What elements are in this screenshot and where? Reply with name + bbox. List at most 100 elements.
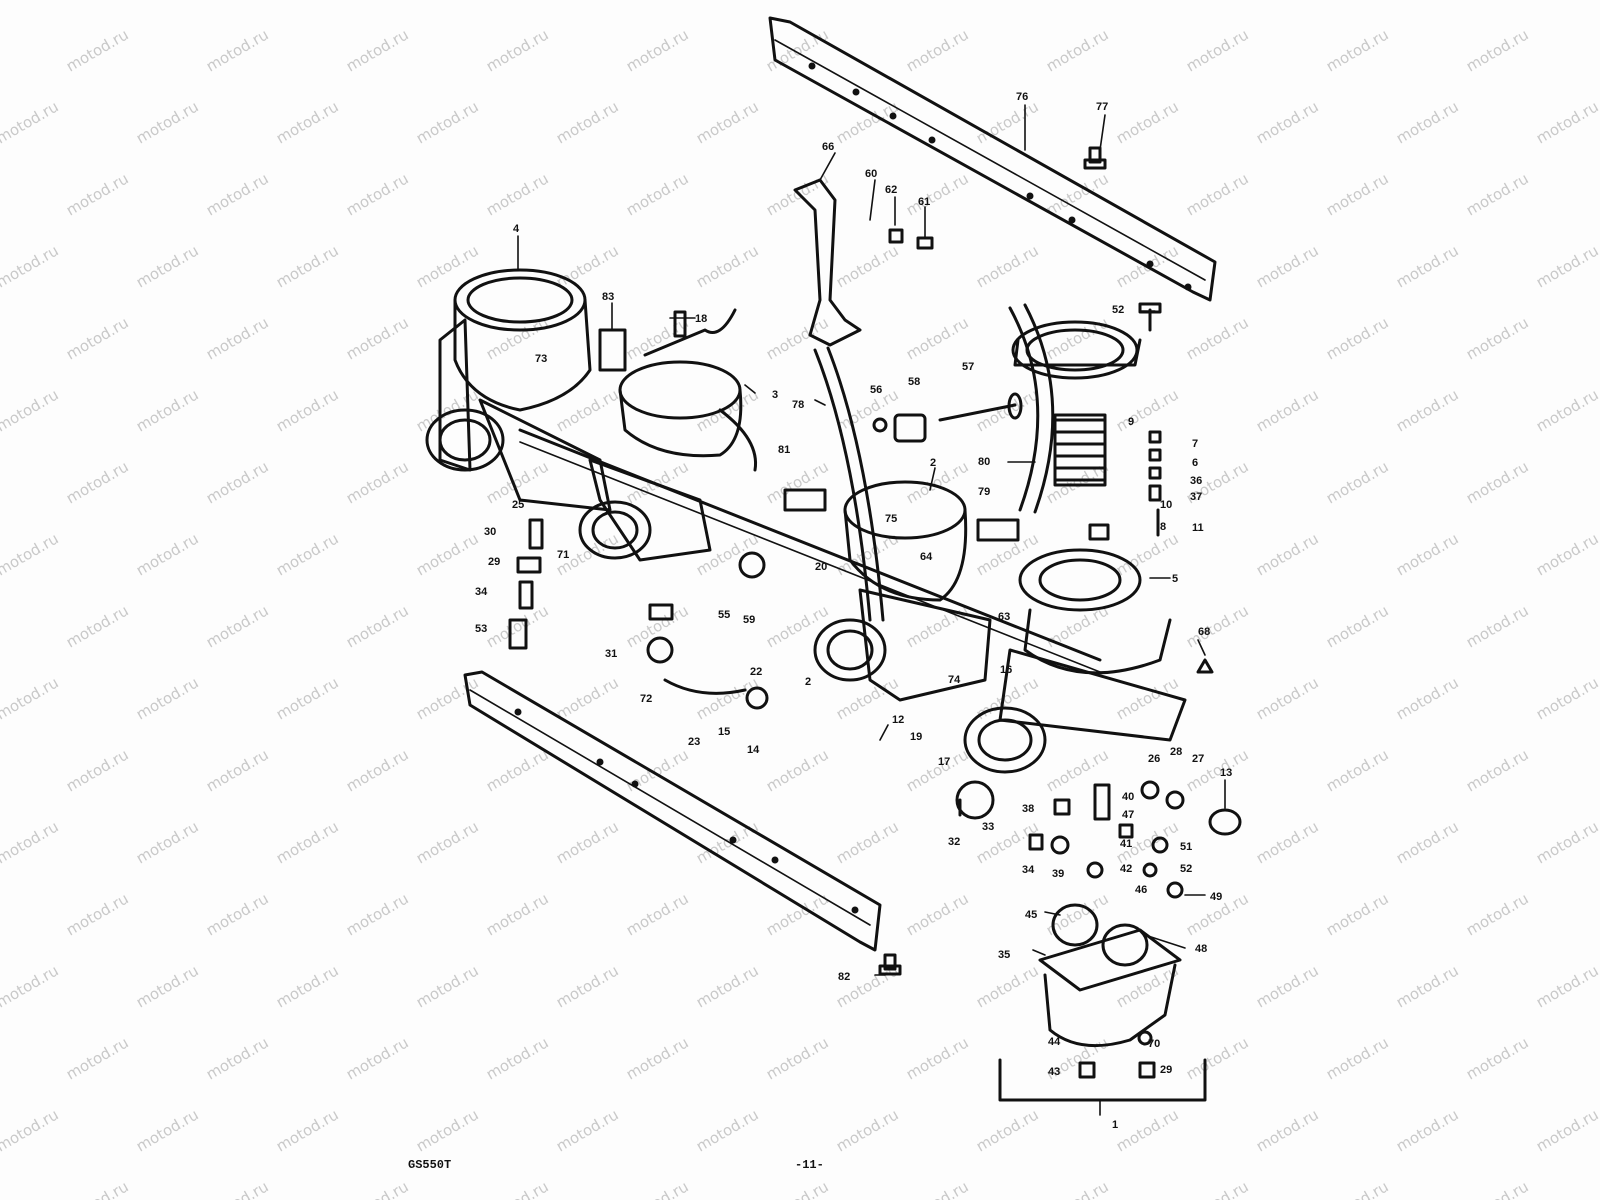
- watermark-text: motod.ru: [553, 241, 622, 291]
- bottom-mounting-plate: [463, 670, 882, 952]
- watermark-text: motod.ru: [1043, 25, 1112, 75]
- watermark-text: motod.ru: [63, 745, 132, 795]
- watermark-text: motod.ru: [1463, 745, 1532, 795]
- callout-68: 68: [1198, 626, 1210, 638]
- watermark-text: motod.ru: [203, 25, 272, 75]
- watermark-text: motod.ru: [693, 1105, 762, 1155]
- hose-80: [1008, 306, 1040, 512]
- watermark-text: motod.ru: [1323, 601, 1392, 651]
- watermark-text: motod.ru: [1183, 1033, 1252, 1083]
- watermark-text: motod.ru: [1323, 1177, 1392, 1200]
- callout-76: 76: [1016, 91, 1028, 103]
- callout-73: 73: [535, 353, 547, 365]
- callout-30: 30: [484, 526, 496, 538]
- watermark-text: motod.ru: [903, 25, 972, 75]
- float-13: [1208, 808, 1242, 836]
- watermark-text: motod.ru: [1323, 745, 1392, 795]
- watermark-text: motod.ru: [1253, 961, 1322, 1011]
- assembly-bracket-1: [998, 1058, 1207, 1102]
- float-bowl-assembly: [1038, 903, 1182, 1048]
- watermark-text: motod.ru: [553, 0, 622, 3]
- watermark-text: motod.ru: [1463, 457, 1532, 507]
- watermark-text: motod.ru: [1533, 241, 1600, 291]
- callout-55: 55: [718, 609, 730, 621]
- watermark-text: motod.ru: [203, 457, 272, 507]
- callout-2b: 2: [805, 676, 811, 688]
- model-code: GS550T: [408, 1158, 451, 1172]
- watermark-text: motod.ru: [343, 1177, 412, 1200]
- callout-31: 31: [605, 648, 617, 660]
- watermark-text: motod.ru: [413, 817, 482, 867]
- watermark-text: motod.ru: [273, 673, 342, 723]
- watermark-text: motod.ru: [693, 385, 762, 435]
- page-number: -11-: [795, 1158, 824, 1172]
- callout-3: 3: [772, 389, 778, 401]
- callout-49: 49: [1210, 891, 1222, 903]
- watermark-text: motod.ru: [1253, 0, 1322, 3]
- watermark-text: motod.ru: [1183, 25, 1252, 75]
- watermark-text: motod.ru: [973, 961, 1042, 1011]
- callout-12: 12: [892, 714, 904, 726]
- callout-51: 51: [1180, 841, 1192, 853]
- watermark-text: motod.ru: [0, 385, 62, 435]
- callout-77: 77: [1096, 101, 1108, 113]
- watermark-text: motod.ru: [133, 673, 202, 723]
- watermark-text: motod.ru: [1533, 961, 1600, 1011]
- watermark-text: motod.ru: [1253, 817, 1322, 867]
- callout-39: 39: [1052, 868, 1064, 880]
- watermark-text: motod.ru: [553, 1105, 622, 1155]
- watermark-text: motod.ru: [273, 97, 342, 147]
- watermark-text: motod.ru: [413, 529, 482, 579]
- watermark-text: motod.ru: [343, 169, 412, 219]
- callout-81: 81: [778, 444, 790, 456]
- watermark-text: motod.ru: [343, 601, 412, 651]
- callout-72: 72: [640, 693, 652, 705]
- watermark-text: motod.ru: [1253, 1105, 1322, 1155]
- callout-52b: 52: [1180, 863, 1192, 875]
- callout-47: 47: [1122, 809, 1134, 821]
- watermark-text: motod.ru: [273, 0, 342, 3]
- watermark-text: motod.ru: [693, 241, 762, 291]
- callout-37: 37: [1190, 491, 1202, 503]
- watermark-text: motod.ru: [413, 241, 482, 291]
- watermark-text: motod.ru: [483, 745, 552, 795]
- callout-56: 56: [870, 384, 882, 396]
- watermark-text: motod.ru: [763, 1033, 832, 1083]
- bolt-52: [1138, 302, 1162, 332]
- callout-64: 64: [920, 551, 933, 563]
- watermark-text: motod.ru: [203, 889, 272, 939]
- watermark-text: motod.ru: [763, 601, 832, 651]
- watermark-text: motod.ru: [553, 817, 622, 867]
- watermark-text: motod.ru: [693, 97, 762, 147]
- watermark-text: motod.ru: [1253, 241, 1322, 291]
- watermark-text: motod.ru: [763, 457, 832, 507]
- watermark-text: motod.ru: [973, 241, 1042, 291]
- watermark-text: motod.ru: [0, 529, 62, 579]
- watermark-text: motod.ru: [273, 1105, 342, 1155]
- watermark-text: motod.ru: [903, 169, 972, 219]
- watermark-text: motod.ru: [833, 1105, 902, 1155]
- callout-45: 45: [1025, 909, 1037, 921]
- callout-44: 44: [1048, 1036, 1061, 1048]
- watermark-text: motod.ru: [133, 961, 202, 1011]
- watermark-text: motod.ru: [1463, 169, 1532, 219]
- watermark-text: motod.ru: [1393, 0, 1462, 3]
- callout-10: 10: [1160, 499, 1172, 511]
- callout-79: 79: [978, 486, 990, 498]
- watermark-text: motod.ru: [0, 0, 62, 3]
- callout-18: 18: [695, 313, 707, 325]
- watermark-text: motod.ru: [903, 313, 972, 363]
- hose-78: [813, 348, 872, 622]
- watermark-text: motod.ru: [1113, 97, 1182, 147]
- callout-8: 8: [1160, 521, 1166, 533]
- watermark-text: motod.ru: [623, 457, 692, 507]
- watermark-text: motod.ru: [1113, 1105, 1182, 1155]
- watermark-text: motod.ru: [343, 745, 412, 795]
- watermark-text: motod.ru: [63, 889, 132, 939]
- callout-28: 28: [1170, 746, 1182, 758]
- watermark-text: motod.ru: [1323, 313, 1392, 363]
- watermark-text: motod.ru: [623, 889, 692, 939]
- watermark-text: motod.ru: [623, 25, 692, 75]
